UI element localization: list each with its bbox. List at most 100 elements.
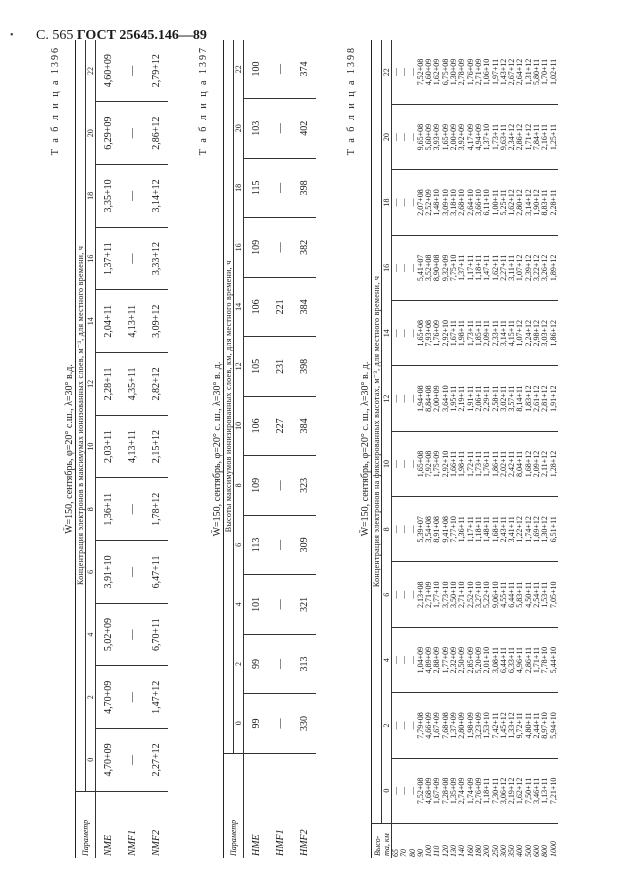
- cell-value: 4,35+11: [120, 352, 144, 416]
- cell-value: 402: [292, 98, 316, 159]
- cell-value: —: [120, 728, 144, 792]
- param-label: HMF1: [268, 753, 292, 858]
- cell-value: 2,86+12: [144, 101, 168, 165]
- cell-value: 6,47+11: [144, 540, 168, 604]
- cell-value: 5,02+09: [95, 603, 120, 666]
- cell-value: —: [268, 515, 292, 575]
- hour-header: 8: [85, 477, 96, 541]
- cell-value: 3,09+12: [144, 289, 168, 353]
- cell-value: 109: [243, 455, 268, 516]
- cell-value: 323: [292, 455, 316, 516]
- cell-value: 113: [243, 515, 268, 575]
- cell-value: 1,28+12: [549, 431, 558, 497]
- table-title: W̄=150, сентябрь, φ=20° с. ш., λ=30° в. …: [360, 361, 371, 537]
- hour-header: 4: [381, 627, 392, 693]
- table-body: 65————————————70————————————80——————————…: [391, 40, 558, 858]
- hour-header: 16: [85, 227, 96, 290]
- cell-value: 309: [292, 515, 316, 575]
- hour-header: 0: [233, 693, 244, 754]
- hour-header: 12: [233, 336, 244, 397]
- cell-value: 2,28+11: [95, 352, 120, 416]
- cell-value: 221: [268, 277, 292, 337]
- cell-value: —: [268, 217, 292, 278]
- rotated-content: Т а б л и ц а 1396 W̄=150, сентябрь, φ=2…: [50, 40, 610, 858]
- cell-value: 374: [292, 40, 316, 99]
- cell-value: 99: [243, 634, 268, 694]
- hour-header: 10: [381, 431, 392, 497]
- table-1396: Т а б л и ц а 1396 W̄=150, сентябрь, φ=2…: [50, 40, 168, 858]
- cell-value: 4,13+11: [120, 289, 144, 353]
- hour-header: 10: [85, 415, 96, 478]
- cell-value: 6,70+11: [144, 603, 168, 666]
- param-label: HMF2: [292, 753, 316, 858]
- hour-header: 22: [233, 40, 244, 99]
- cell-value: 1,89+12: [549, 235, 558, 301]
- hour-header: 2: [85, 665, 96, 729]
- cell-value: 321: [292, 574, 316, 635]
- table-1398: Т а б л и ц а 1398 W̄=150, сентябрь, φ=2…: [346, 40, 558, 858]
- cell-value: 3,35+10: [95, 164, 120, 228]
- data-table: Высо-та, км Концентрация электронов на ф…: [371, 40, 558, 858]
- cell-value: 1,78+12: [144, 477, 168, 541]
- hour-header: 14: [233, 277, 244, 337]
- hour-header: 18: [85, 164, 96, 228]
- cell-value: —: [268, 574, 292, 635]
- cell-value: 109: [243, 217, 268, 278]
- cell-value: 3,14+12: [144, 164, 168, 228]
- span-header: Концентрация электронов в максимумах ион…: [75, 40, 86, 792]
- cell-value: —: [120, 665, 144, 729]
- param-label: NMF1: [120, 791, 144, 858]
- table-1397: Т а б л и ц а 1397 W̄=150, сентябрь, φ=2…: [198, 40, 316, 858]
- cell-value: 1,86+12: [549, 300, 558, 366]
- cell-value: 4,60+09: [95, 40, 120, 102]
- cell-value: —: [120, 227, 144, 290]
- cell-value: 103: [243, 98, 268, 159]
- height-header: Высо-та, км: [371, 823, 392, 858]
- data-table: Параметр Концентрация электронов в макси…: [75, 40, 168, 858]
- cell-value: —: [268, 634, 292, 694]
- span-header: Концентрация электронов на фиксированных…: [371, 40, 382, 824]
- page-number: С. 565: [36, 28, 74, 43]
- table-title: W̄=150, сентябрь, φ=20° с.ш., λ=30° в.д.: [64, 364, 75, 534]
- hour-header: 2: [233, 634, 244, 694]
- cell-value: 3,91+10: [95, 540, 120, 604]
- cell-value: 1,36+11: [95, 477, 120, 541]
- cell-value: 1,91+12: [549, 365, 558, 432]
- cell-value: 2,82+12: [144, 352, 168, 416]
- cell-value: 115: [243, 158, 268, 218]
- cell-value: 100: [243, 40, 268, 99]
- hour-header: 20: [381, 104, 392, 170]
- cell-value: 384: [292, 277, 316, 337]
- param-label: NMF2: [144, 791, 168, 858]
- cell-value: —: [120, 477, 144, 541]
- table-number: Т а б л и ц а 1398: [346, 46, 357, 156]
- param-header: Параметр: [223, 753, 244, 858]
- cell-value: 5,44+10: [549, 627, 558, 693]
- height-label: 1000: [549, 823, 558, 858]
- cell-value: 3,33+12: [144, 227, 168, 290]
- standard-number: ГОСТ 25645.146—89: [76, 28, 207, 43]
- cell-value: 2,15+12: [144, 415, 168, 478]
- hour-header: 18: [381, 169, 392, 236]
- hour-header: 22: [85, 40, 96, 102]
- cell-value: —: [268, 98, 292, 159]
- hour-header: 8: [233, 455, 244, 516]
- cell-value: 1,37+11: [95, 227, 120, 290]
- hour-header: 20: [233, 98, 244, 159]
- table-row: 65————————————: [391, 40, 401, 858]
- cell-value: 2,04+11: [95, 289, 120, 353]
- cell-value: 101: [243, 574, 268, 635]
- hour-header: 16: [381, 235, 392, 301]
- cell-value: 5,94+10: [549, 692, 558, 759]
- hour-header: 4: [233, 574, 244, 635]
- cell-value: —: [268, 40, 292, 99]
- hour-header: 22: [381, 40, 392, 105]
- cell-value: 1,02+11: [549, 40, 558, 105]
- cell-value: 106: [243, 396, 268, 456]
- cell-value: 1,25+11: [549, 104, 558, 170]
